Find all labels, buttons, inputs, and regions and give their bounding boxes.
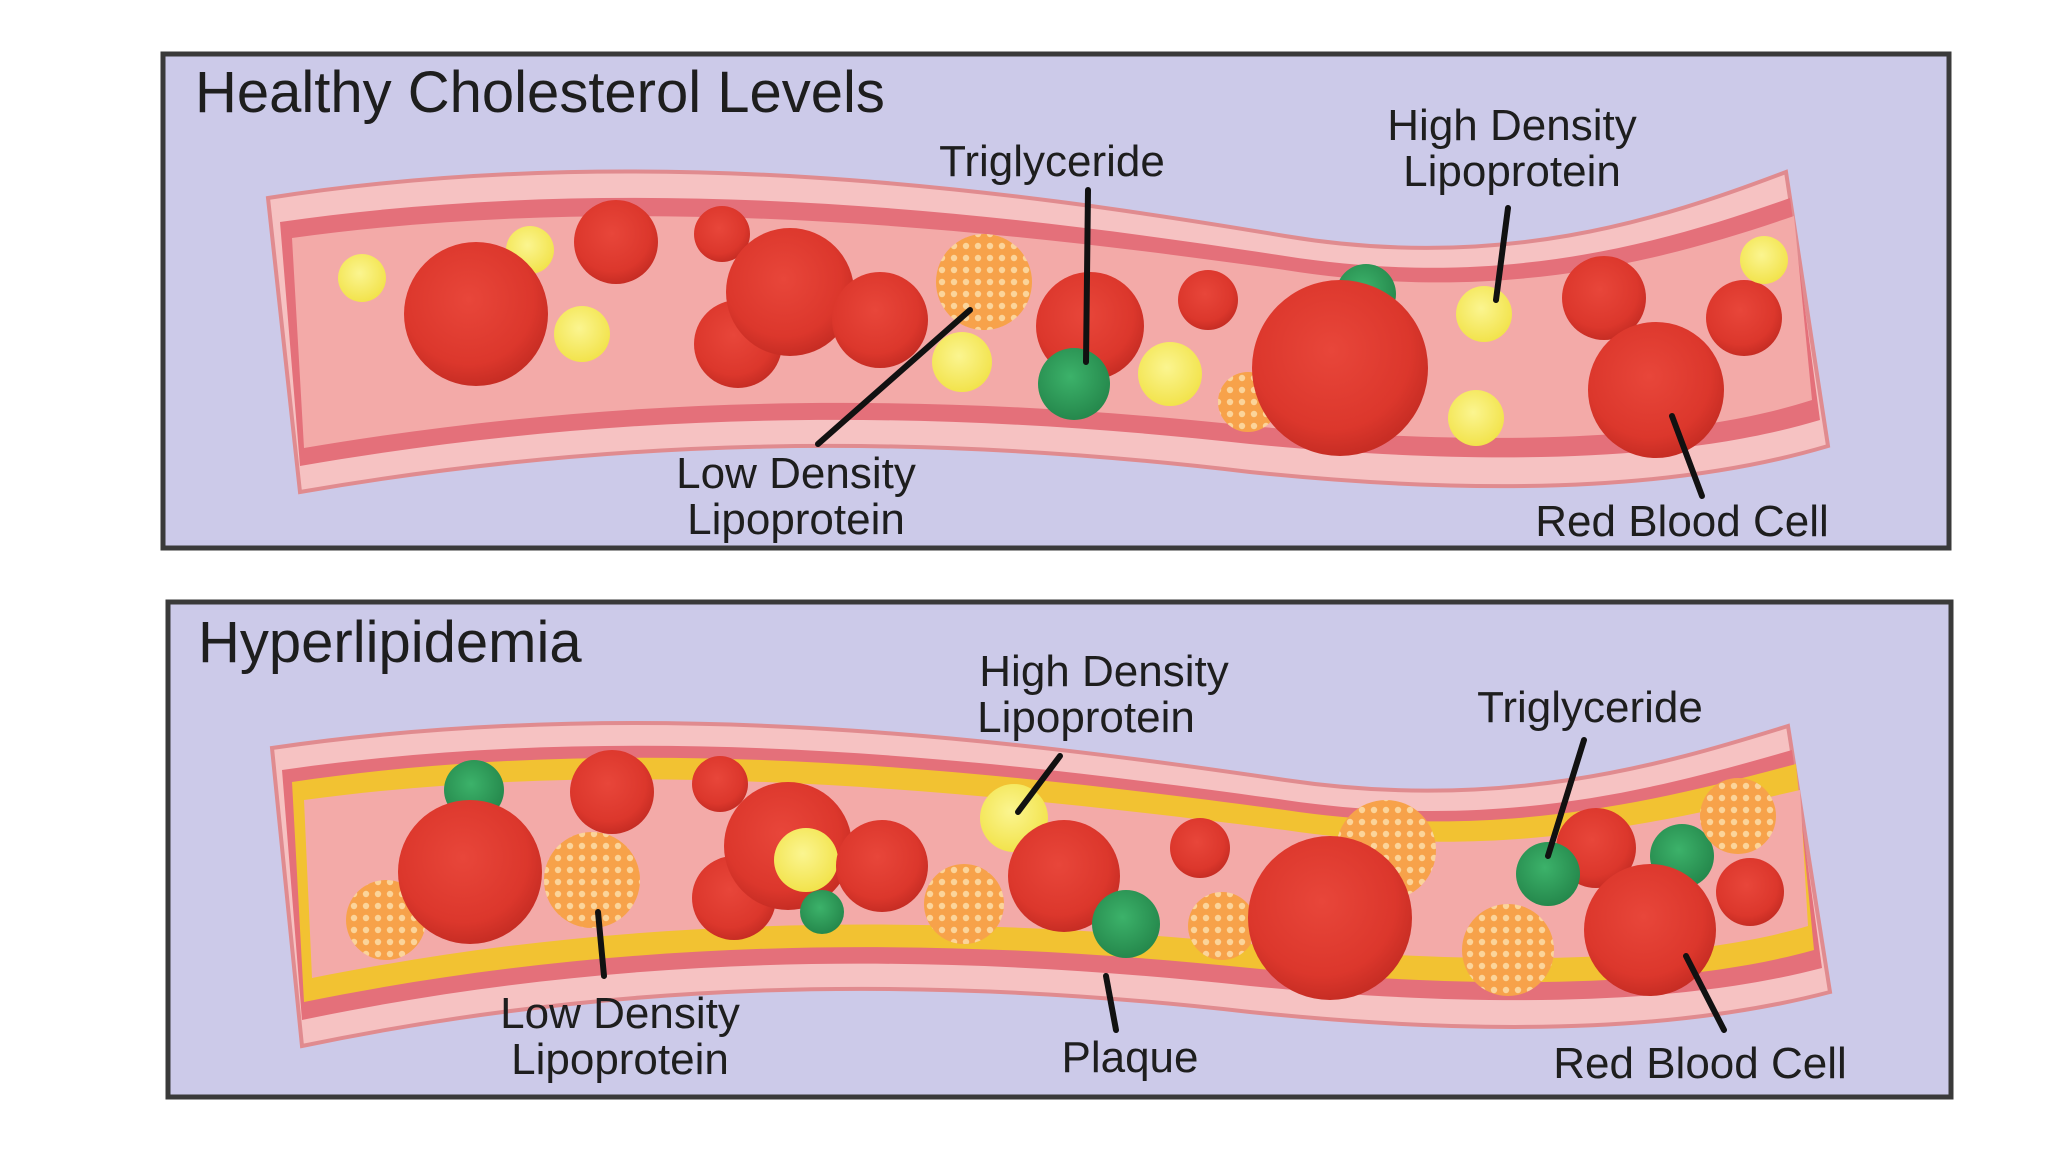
blood-particles-hyperlipidemia xyxy=(346,750,1784,1000)
hdl-particle xyxy=(932,332,992,392)
label-red-blood-cell: Red Blood Cell xyxy=(1535,497,1829,546)
hdl-particle xyxy=(554,306,610,362)
triglyceride-particle xyxy=(1038,348,1110,420)
red-blood-cell xyxy=(832,272,928,368)
ldl-particle xyxy=(1700,778,1776,854)
red-blood-cell xyxy=(1170,818,1230,878)
red-blood-cell xyxy=(1248,836,1412,1000)
label-hdl-line1: High Density xyxy=(979,647,1228,696)
hdl-particle xyxy=(338,254,386,302)
red-blood-cell xyxy=(1178,270,1238,330)
hdl-particle xyxy=(1138,342,1202,406)
panel-healthy: Healthy Cholesterol Levels Triglyceride … xyxy=(160,51,1952,551)
label-triglyceride: Triglyceride xyxy=(1477,683,1703,732)
triglyceride-particle xyxy=(1516,842,1580,906)
red-blood-cell xyxy=(1008,820,1120,932)
leader-line-hdl xyxy=(1015,753,1063,815)
ldl-particle xyxy=(544,832,640,928)
red-blood-cell xyxy=(570,750,654,834)
label-hdl-line2: Lipoprotein xyxy=(977,693,1195,742)
hdl-particle xyxy=(774,828,838,892)
red-blood-cell xyxy=(836,820,928,912)
red-blood-cell xyxy=(404,242,548,386)
label-ldl-line1: Low Density xyxy=(676,449,916,498)
red-blood-cell xyxy=(1716,858,1784,926)
panel-healthy-title: Healthy Cholesterol Levels xyxy=(195,60,885,125)
red-blood-cell xyxy=(726,228,854,356)
red-blood-cell xyxy=(694,206,750,262)
ldl-particle xyxy=(924,864,1004,944)
label-hdl-line2: Lipoprotein xyxy=(1403,147,1621,196)
red-blood-cell xyxy=(1706,280,1782,356)
hdl-particle xyxy=(1740,236,1788,284)
leader-line-triglyceride xyxy=(1545,737,1587,859)
triglyceride-particle xyxy=(800,890,844,934)
leader-line-triglyceride xyxy=(1083,187,1091,365)
leader-line-rbc xyxy=(1669,413,1705,499)
hdl-particle xyxy=(1448,390,1504,446)
panel-hyperlipidemia-title: Hyperlipidemia xyxy=(198,610,582,675)
leader-line-ldl xyxy=(815,307,973,447)
panel-hyperlipidemia: Hyperlipidemia High Density Lipoprotein … xyxy=(165,599,1954,1100)
leader-line-ldl xyxy=(595,909,607,979)
ldl-particle xyxy=(936,234,1032,330)
red-blood-cell xyxy=(1584,864,1716,996)
ldl-particle xyxy=(1188,892,1256,960)
red-blood-cell xyxy=(1252,280,1428,456)
label-red-blood-cell: Red Blood Cell xyxy=(1553,1039,1847,1088)
label-plaque: Plaque xyxy=(1061,1033,1198,1082)
label-ldl-line2: Lipoprotein xyxy=(687,495,905,544)
ldl-particle xyxy=(1462,904,1554,996)
red-blood-cell xyxy=(574,200,658,284)
hdl-particle xyxy=(1456,286,1512,342)
red-blood-cell xyxy=(398,800,542,944)
red-blood-cell xyxy=(1588,322,1724,458)
label-ldl-line1: Low Density xyxy=(500,989,740,1038)
blood-particles-healthy xyxy=(338,200,1788,458)
triglyceride-particle xyxy=(1092,890,1160,958)
leader-line-plaque xyxy=(1103,973,1119,1033)
label-ldl-line2: Lipoprotein xyxy=(511,1035,729,1084)
label-triglyceride: Triglyceride xyxy=(939,137,1165,186)
label-hdl-line1: High Density xyxy=(1387,101,1636,150)
red-blood-cell xyxy=(692,756,748,812)
leader-line-rbc xyxy=(1683,953,1727,1033)
red-blood-cell xyxy=(1562,256,1646,340)
leader-line-hdl xyxy=(1493,205,1511,303)
